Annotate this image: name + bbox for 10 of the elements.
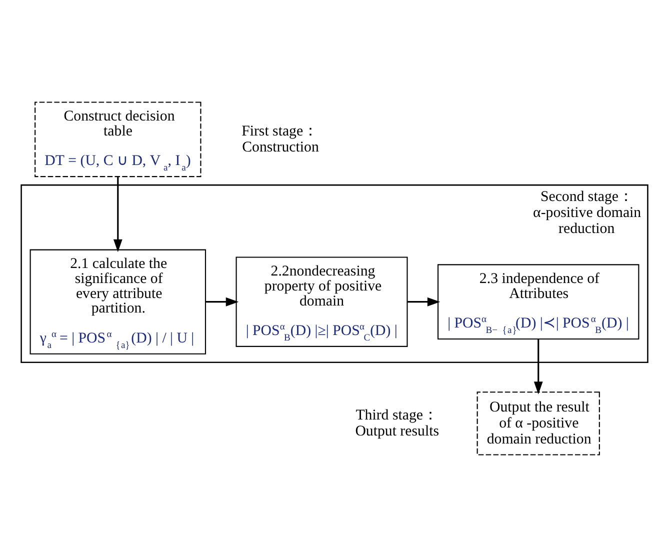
node-box: 2.1 calculate the significance of every attribute partition. γ$_{a}$$^{α}$ = | POS$^{α}$$_{｛a｝}$(D) | / | U | (30, 249, 206, 354)
node-label: First stage： Construction (242, 123, 319, 156)
node-box: Construct decision table DT = (U, C ∪ D, V$_{a}$, I$_{a}$) (34, 102, 202, 178)
node-label: Third stage： Output results (355, 407, 439, 440)
node-box: 2.2nondecreasing property of positive domain | POS$^{α}$$_{B}$(D) |≥| POS$^{α}$$_{C}$(D) | (236, 256, 408, 347)
arrow (206, 297, 239, 306)
arrow (113, 176, 122, 252)
arrow (534, 339, 543, 394)
arrow (408, 297, 440, 306)
node-box: Output the result of α -positive domain reduction (476, 392, 600, 456)
